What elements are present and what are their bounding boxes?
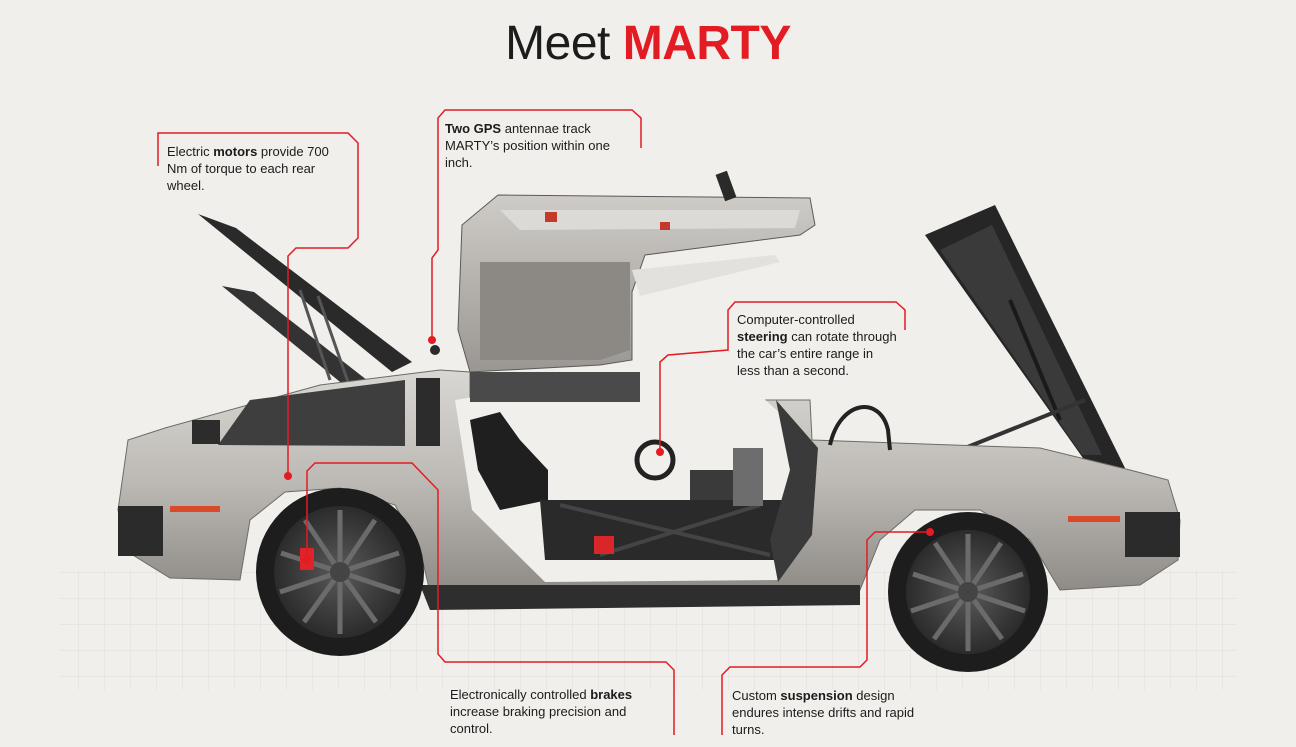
suspension-leader: [721, 531, 930, 735]
callout-motors-bold: motors: [213, 144, 258, 159]
gps-antenna: [430, 345, 440, 355]
steering-leader: [659, 301, 906, 452]
steering-dot: [656, 448, 664, 456]
title-highlight: MARTY: [622, 17, 792, 70]
sill: [420, 585, 860, 610]
callout-steering-bold: steering: [737, 329, 788, 344]
wiring: [828, 405, 892, 451]
rear-bumper: [118, 506, 163, 556]
rear-wheel: [256, 488, 424, 656]
gullwing-door: [457, 170, 816, 402]
front-bumper: [1125, 512, 1180, 557]
callout-brakes: Electronically controlled brakes increas…: [450, 687, 633, 736]
page-title: Meet MARTY: [0, 12, 1296, 76]
gps-dot: [428, 336, 436, 344]
title-prefix: Meet: [505, 17, 610, 70]
front-marker-light: [1068, 516, 1120, 522]
front-hood: [925, 205, 1125, 468]
rear-engine-lid: [198, 214, 412, 390]
motors-dot: [284, 472, 292, 480]
callout-gps-bold: Two GPS: [445, 121, 502, 136]
steering-motor: [733, 448, 763, 506]
door-frame: [770, 400, 818, 582]
motors-leader: [157, 132, 359, 476]
louver-vent: [192, 420, 220, 444]
callout-gps: Two GPS antennae track MARTY’s position …: [445, 121, 610, 170]
gps-leader: [431, 109, 642, 340]
callout-suspension-bold: suspension: [780, 688, 853, 703]
brakes-dot: [303, 556, 311, 564]
side-vent: [416, 378, 440, 446]
callout-brakes-bold: brakes: [590, 687, 633, 702]
callout-motors: Electric motors provide 700 Nm of torque…: [167, 144, 329, 193]
callout-suspension: Custom suspension design endures intense…: [732, 688, 915, 737]
callout-steering: Computer-controlled steering can rotate …: [737, 312, 897, 378]
rear-window: [218, 380, 405, 446]
front-wheel: [888, 512, 1048, 672]
brakes-leader: [306, 462, 675, 735]
race-seat: [470, 412, 548, 510]
leader-lines: [157, 109, 934, 735]
steering-wheel: [634, 439, 676, 481]
suspension-dot: [926, 528, 934, 536]
red-component: [594, 536, 614, 554]
rear-marker-light: [170, 506, 220, 512]
